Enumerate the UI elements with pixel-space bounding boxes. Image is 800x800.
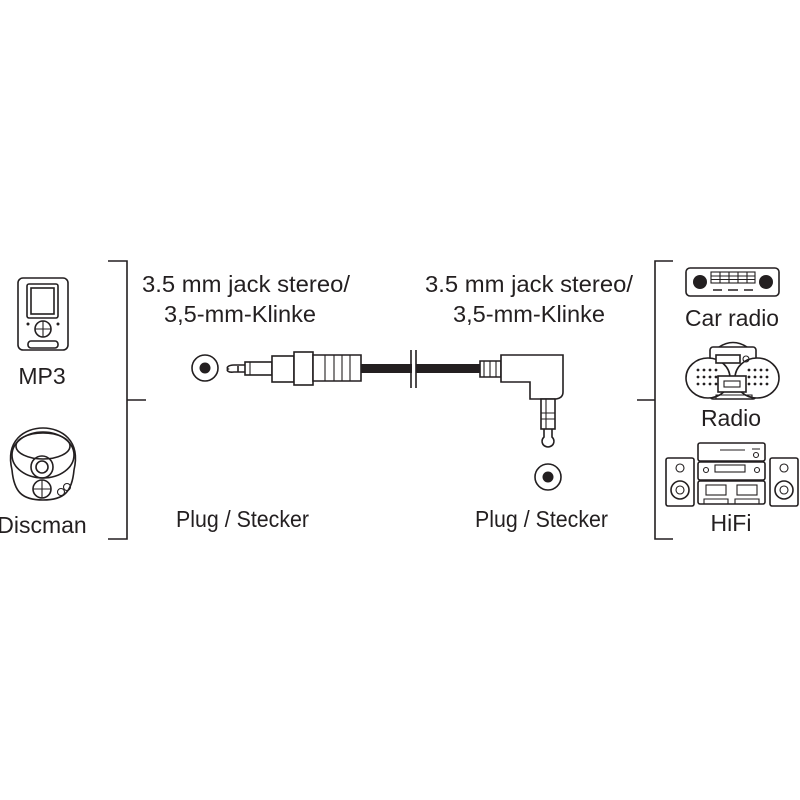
hifi-system-icon [665,442,799,507]
device-label-mp3: MP3 [18,363,65,389]
device-label-hifi: HiFi [711,510,752,536]
left-jack-socket-icon [191,354,219,382]
right-plug-label: Plug / Stecker [475,506,608,532]
left-plug-label: Plug / Stecker [176,506,309,532]
left-bracket [108,260,146,540]
left-connector-title-line2: 3,5-mm-Klinke [164,301,316,327]
device-label-discman: Discman [0,512,87,538]
discman-icon [9,427,77,501]
car-radio-icon [685,267,780,297]
mp3-player-icon [17,277,69,351]
right-connector-title-line2: 3,5-mm-Klinke [453,301,605,327]
right-connector-title-line1: 3.5 mm jack stereo/ [425,271,634,297]
right-bracket [637,260,673,540]
boombox-radio-icon [685,341,780,400]
device-label-car-radio: Car radio [685,305,779,331]
cable [361,350,481,388]
device-label-radio: Radio [701,405,761,431]
right-jack-socket-icon [534,463,562,491]
straight-jack-plug [226,351,362,386]
left-connector-title-line1: 3.5 mm jack stereo/ [142,271,351,297]
angled-jack-plug [479,354,564,448]
